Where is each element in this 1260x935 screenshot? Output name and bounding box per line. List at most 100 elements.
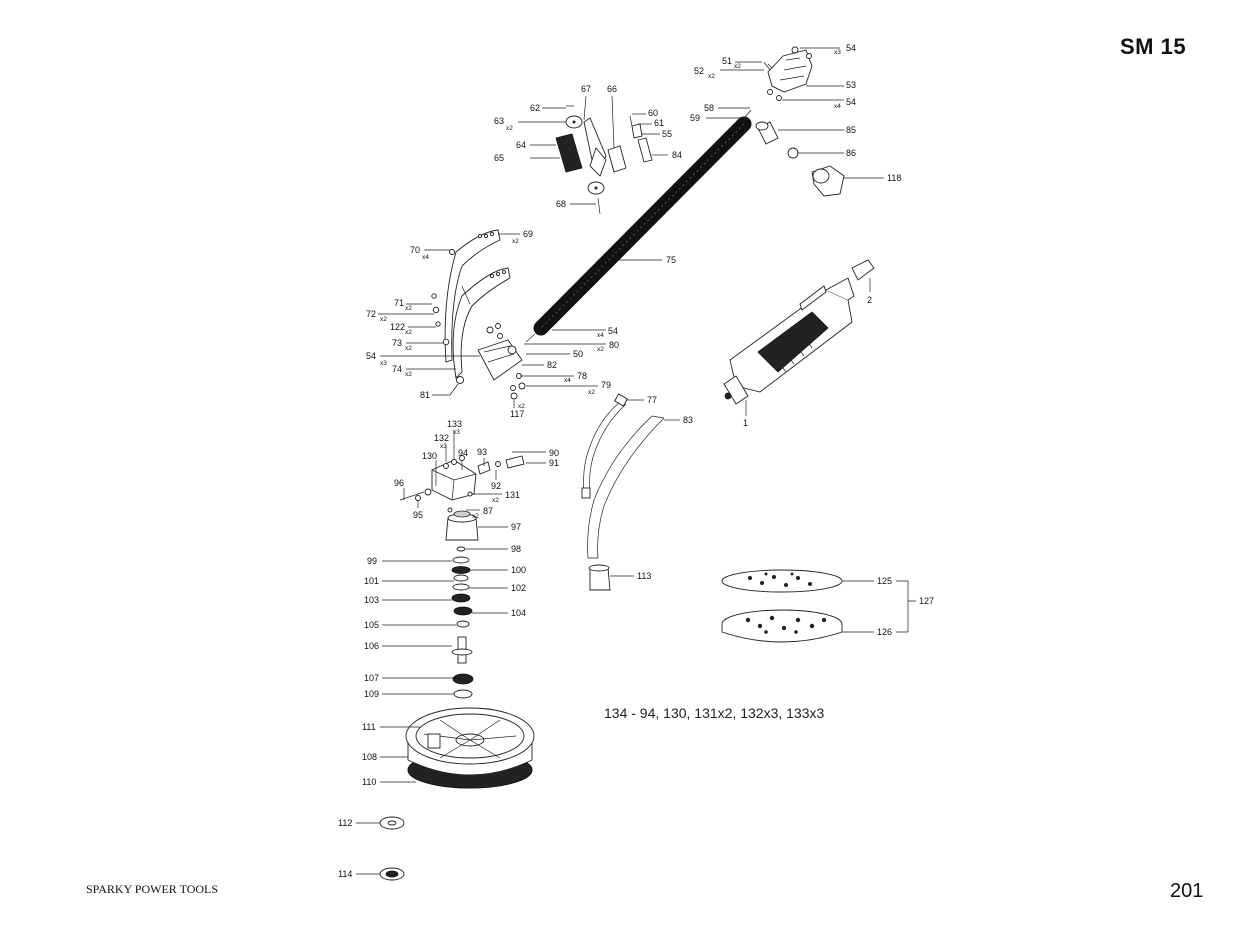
callout-99: 99	[367, 556, 377, 566]
footer-brand: SPARKY POWER TOOLS	[86, 882, 219, 896]
sanding-discs	[721, 569, 843, 643]
callout-109: 109	[364, 689, 379, 699]
callout-qty: x2	[405, 345, 412, 352]
callout-2: 2	[867, 295, 872, 305]
callout-114: 114	[338, 869, 352, 879]
callout-101: 101	[364, 576, 379, 586]
callout-71: 71	[394, 298, 404, 308]
callout-83: 83	[683, 415, 693, 425]
callout-qty: x4	[564, 377, 571, 384]
callout-81: 81	[420, 390, 430, 400]
callout-93: 93	[477, 447, 487, 457]
motor-head-assembly	[763, 46, 813, 101]
callout-61: 61	[654, 118, 664, 128]
callout-74: 74	[392, 364, 402, 374]
air-motor	[723, 259, 875, 405]
callout-87: 87	[483, 506, 493, 516]
callout-107: 107	[364, 673, 379, 683]
callout-67: 67	[581, 84, 591, 94]
callout-96: 96	[394, 478, 404, 488]
callout-100: 100	[511, 565, 526, 575]
callout-62: 62	[530, 103, 540, 113]
callout-qty: x2	[380, 316, 387, 323]
callout-qty: x2	[588, 389, 595, 396]
callout-92: 92	[491, 481, 501, 491]
bracket-parts	[555, 105, 653, 215]
callout-72: 72	[366, 309, 376, 319]
callout-75: 75	[666, 255, 676, 265]
callout-qty: x4	[597, 332, 604, 339]
callout-54: 54	[366, 351, 376, 361]
callout-125: 125	[877, 576, 892, 586]
callout-78: 78	[577, 371, 587, 381]
callout-98: 98	[511, 544, 521, 554]
callout-133: 133	[447, 419, 462, 429]
callout-54: 54	[608, 326, 618, 336]
callout-113: 113	[637, 571, 651, 581]
page-number: 201	[1170, 880, 1204, 902]
callout-86: 86	[846, 148, 856, 158]
callout-130: 130	[422, 451, 437, 461]
callout-55: 55	[662, 129, 672, 139]
callout-50: 50	[573, 349, 583, 359]
callout-qty: x2	[405, 329, 412, 336]
callout-118: 118	[887, 173, 901, 183]
valve-block	[399, 455, 525, 513]
callout-qty: x3	[440, 443, 447, 450]
leader-lines	[356, 47, 916, 875]
callout-90: 90	[549, 448, 559, 458]
callout-59: 59	[690, 113, 700, 123]
callout-104: 104	[511, 608, 526, 618]
callout-54: 54	[846, 97, 856, 107]
callout-110: 110	[362, 777, 376, 787]
callout-qty: x2	[518, 403, 525, 410]
coupling-parts	[755, 121, 845, 197]
callout-qty: x3	[453, 429, 460, 436]
callout-qty: x2	[405, 305, 412, 312]
callout-132: 132	[434, 433, 449, 443]
callout-126: 126	[877, 627, 892, 637]
callout-94: 94	[458, 448, 468, 458]
model-title: SM 15	[1120, 34, 1187, 59]
callout-102: 102	[511, 583, 526, 593]
callout-85: 85	[846, 125, 856, 135]
callout-63: 63	[494, 116, 504, 126]
callout-qty: x2	[405, 371, 412, 378]
callout-111: 111	[362, 722, 376, 732]
callout-53: 53	[846, 80, 856, 90]
callout-131: 131	[505, 490, 520, 500]
callout-108: 108	[362, 752, 377, 762]
callout-qty: x4	[422, 254, 429, 261]
callout-106: 106	[364, 641, 379, 651]
callout-127: 127	[919, 596, 934, 606]
callout-84: 84	[672, 150, 682, 160]
callout-labels: 54 x3 51 x2 52 x2 53 54 x4 67 66 62 60 6…	[338, 43, 934, 879]
joint-block	[477, 323, 526, 400]
callout-58: 58	[704, 103, 714, 113]
kit-composition-note: 134 - 94, 130, 131x2, 132x3, 133x3	[604, 705, 825, 721]
callout-54: 54	[846, 43, 856, 53]
callout-79: 79	[601, 380, 611, 390]
callout-65: 65	[494, 153, 504, 163]
callout-qty: x3	[380, 360, 387, 367]
spindle-stack	[445, 510, 479, 699]
callout-103: 103	[364, 595, 379, 605]
callout-122: 122	[390, 322, 405, 332]
callout-qty: x2	[512, 238, 519, 245]
handle-tube	[525, 109, 752, 343]
callout-105: 105	[364, 620, 379, 630]
callout-77: 77	[647, 395, 657, 405]
callout-qty: x4	[834, 103, 841, 110]
callout-qty: x2	[506, 125, 513, 132]
callout-82: 82	[547, 360, 557, 370]
callout-66: 66	[607, 84, 617, 94]
hoses	[581, 393, 665, 591]
washers	[379, 816, 405, 881]
callout-97: 97	[511, 522, 521, 532]
callout-52: 52	[694, 66, 704, 76]
pad-base	[405, 707, 535, 789]
callout-70: 70	[410, 245, 420, 255]
callout-51: 51	[722, 56, 732, 66]
